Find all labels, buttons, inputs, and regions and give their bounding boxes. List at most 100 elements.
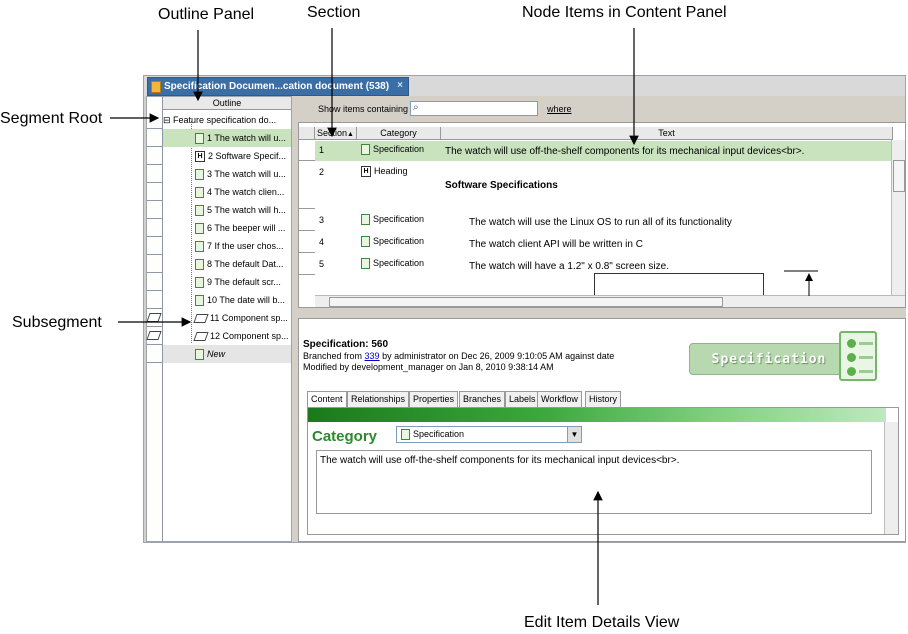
search-icon: ⌕ <box>413 102 419 113</box>
close-tab-icon[interactable]: × <box>397 80 403 91</box>
spec-icon <box>195 277 204 289</box>
outline-item[interactable]: 8 The default Dat... <box>163 255 291 273</box>
tab-relationships[interactable]: Relationships <box>347 391 410 407</box>
outline-gutter-cell <box>146 309 163 327</box>
grid-hscroll-thumb[interactable] <box>329 297 723 307</box>
outline-item-label: 3 The watch will u... <box>207 169 286 179</box>
row-text: Software Specifications <box>445 180 558 191</box>
outline-header[interactable]: Outline <box>163 97 291 110</box>
tab-labels[interactable]: Labels <box>505 391 540 407</box>
grid-vertical-scrollbar[interactable] <box>891 140 905 298</box>
application-window: Specification Documen...cation document … <box>143 75 906 543</box>
tab-history[interactable]: History <box>585 391 622 407</box>
outline-gutter-cell <box>147 345 163 363</box>
spec-icon <box>195 169 204 181</box>
panel-divider[interactable] <box>298 308 906 318</box>
outline-item[interactable]: 11 Component sp... <box>163 309 291 327</box>
outline-panel: Outline ⊟ Feature specification do...1 T… <box>146 96 292 542</box>
column-header-category[interactable]: Category <box>357 127 441 140</box>
tab-branches[interactable]: Branches <box>459 391 506 407</box>
outline-gutter-cell <box>147 291 163 309</box>
outline-item[interactable]: 1 The watch will u... <box>163 129 291 147</box>
row-gutter <box>299 163 315 209</box>
content-tab-panel: Category Specification ▼ The watch will … <box>307 407 899 535</box>
tab-content[interactable]: Content <box>307 391 347 407</box>
segment-icon <box>193 314 209 324</box>
tree-connector <box>191 121 192 343</box>
outline-item-label: 12 Component sp... <box>210 331 289 341</box>
column-header-text[interactable]: Text <box>441 127 893 140</box>
row-category: Specification <box>361 258 425 270</box>
outline-item[interactable]: 10 The date will b... <box>163 291 291 309</box>
collapse-icon[interactable]: ⊟ <box>163 115 174 125</box>
outline-item[interactable]: 3 The watch will u... <box>163 165 291 183</box>
category-select[interactable]: Specification ▼ <box>396 426 582 443</box>
document-tab[interactable]: Specification Documen...cation document … <box>147 77 409 96</box>
grid-vscroll-thumb[interactable] <box>893 160 905 192</box>
outline-item[interactable]: 6 The beeper will ... <box>163 219 291 237</box>
spec-icon <box>361 144 370 156</box>
specification-document-icon <box>839 331 877 381</box>
outline-item-label: 11 Component sp... <box>210 313 288 323</box>
callout-section: Section <box>307 4 361 21</box>
row-category-label: Specification <box>373 144 425 154</box>
tab-properties[interactable]: Properties <box>409 391 459 407</box>
outline-item-label: 7 If the user chos... <box>207 241 284 251</box>
branched-info: Branched from 339 by administrator on De… <box>303 351 614 361</box>
branched-from-link[interactable]: 339 <box>364 351 380 361</box>
outline-item-label: 6 The beeper will ... <box>207 223 286 233</box>
banner-label: Specification <box>689 343 849 375</box>
tab-workflow[interactable]: Workflow <box>537 391 582 407</box>
outline-item[interactable]: 7 If the user chos... <box>163 237 291 255</box>
outline-splitter[interactable] <box>292 96 298 542</box>
outline-gutter-cell <box>147 255 163 273</box>
segment-icon <box>146 313 162 322</box>
rich-text-toolbar <box>308 408 886 422</box>
where-dropdown[interactable]: where <box>547 104 572 114</box>
outline-item-label: 10 The date will b... <box>207 295 285 305</box>
row-category-label: Specification <box>373 258 425 268</box>
outline-segment-root[interactable]: ⊟ Feature specification do... <box>163 111 291 129</box>
filter-search-input[interactable]: ⌕ <box>410 101 538 116</box>
spec-icon <box>361 236 370 248</box>
spec-icon <box>195 205 204 217</box>
editor-tabstrip: Specification Documen...cation document … <box>144 76 905 96</box>
row-section-number: 1 <box>319 145 325 155</box>
spec-icon <box>195 187 204 199</box>
outline-item[interactable]: 4 The watch clien... <box>163 183 291 201</box>
row-text: The watch client API will be written in … <box>469 239 643 250</box>
column-header-section[interactable]: Section▲ <box>315 127 357 140</box>
callout-node-items: Node Items in Content Panel <box>522 4 727 21</box>
outline-item-label: 8 The default Dat... <box>207 259 284 269</box>
sort-ascending-icon: ▲ <box>347 131 354 138</box>
outline-gutter-cell <box>147 165 163 183</box>
callout-outline-panel: Outline Panel <box>158 6 255 23</box>
heading-icon: H <box>195 151 205 163</box>
row-text: The watch will have a 1.2" x 0.8" screen… <box>469 261 669 272</box>
outline-item[interactable]: 9 The default scr... <box>163 273 291 291</box>
column-header-section-label: Section <box>317 128 348 138</box>
branched-suffix: by administrator on Dec 26, 2009 9:10:05… <box>379 351 615 361</box>
row-gutter <box>299 211 315 231</box>
outline-gutter-cell <box>147 183 163 201</box>
category-select-value: Specification <box>413 429 465 439</box>
grid-horizontal-scrollbar[interactable] <box>315 295 905 307</box>
row-gutter <box>299 141 315 161</box>
row-gutter <box>299 255 315 275</box>
outline-item[interactable]: 12 Component sp... <box>163 327 291 345</box>
chevron-down-icon[interactable]: ▼ <box>567 427 581 442</box>
row-section-number: 5 <box>319 259 325 269</box>
content-row[interactable]: 5 Specification The watch will have a 1.2"… <box>299 255 893 275</box>
content-text-field[interactable]: The watch will use off-the-shelf compone… <box>316 450 872 514</box>
outline-item[interactable]: 5 The watch will h... <box>163 201 291 219</box>
heading-icon: H <box>361 166 371 178</box>
item-title: Specification: 560 <box>303 339 389 350</box>
outline-new-item[interactable]: New <box>163 345 291 363</box>
content-vertical-scrollbar[interactable] <box>884 422 898 534</box>
